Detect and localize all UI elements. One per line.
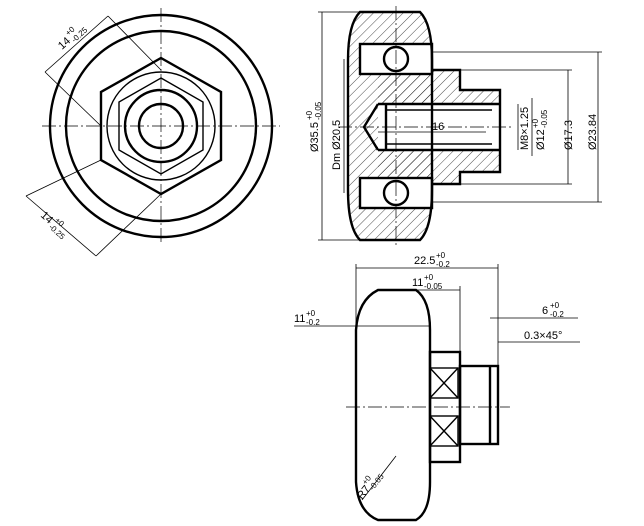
side-bearing-bottom: [429, 415, 459, 447]
side-wheel-outline: [354, 288, 432, 522]
overall-width-label: 22.5 +0 -0.2: [414, 251, 450, 269]
chamfer-label: 0.3×45°: [524, 330, 562, 342]
hex-bottom-ext-line: [25, 159, 102, 197]
svg-text:-0.05: -0.05: [314, 101, 323, 120]
hex-top-dim-line: [44, 15, 109, 73]
svg-text:-0.05: -0.05: [540, 109, 549, 128]
left-width-label: 11 +0 -0.2: [294, 309, 320, 327]
thread-minor-lines: [386, 109, 492, 145]
boss-len-label: 6 +0 -0.2: [542, 301, 564, 319]
section-view: Ø35.5 +0 -0.05 Dm Ø20.5 16 M8×1.25 Ø12 +…: [305, 6, 602, 248]
svg-text:11: 11: [412, 277, 423, 289]
thread-label: M8×1.25: [519, 107, 531, 150]
hex-top-ext-line-2: [44, 71, 102, 127]
svg-text:+0: +0: [436, 251, 446, 260]
thread-depth-label: 16: [432, 121, 444, 133]
svg-text:+0: +0: [550, 301, 560, 310]
svg-text:+0: +0: [424, 273, 434, 282]
side-bearing-top-cross: [429, 367, 459, 399]
svg-text:11: 11: [294, 313, 305, 325]
boss-dia-label: Ø17.3: [563, 120, 575, 150]
hex-bottom-ext-line-2: [95, 193, 162, 257]
svg-text:-0.2: -0.2: [306, 318, 320, 327]
svg-text:-0.05: -0.05: [424, 282, 443, 291]
svg-text:+0: +0: [306, 309, 316, 318]
svg-text:22.5: 22.5: [414, 255, 435, 267]
pitch-dia-label: Dm Ø20.5: [331, 120, 343, 170]
svg-text:Ø35.5: Ø35.5: [309, 122, 321, 152]
svg-text:M8×1.25: M8×1.25: [519, 107, 531, 150]
bore-dia-label: Ø12 +0 -0.05: [531, 109, 549, 150]
svg-text:Ø12: Ø12: [535, 129, 547, 150]
side-view: 22.5 +0 -0.2 11 +0 -0.05 11 +0 -0.2 6 +0…: [294, 251, 580, 522]
side-bearing-top: [429, 367, 459, 399]
side-boss-outline: [458, 364, 500, 446]
svg-text:-0.2: -0.2: [550, 310, 564, 319]
svg-text:-0.2: -0.2: [436, 260, 450, 269]
svg-text:6: 6: [542, 305, 548, 317]
hub-outline: [432, 68, 502, 186]
front-view: 14 +0 -0.25 14 +0 -0.25: [25, 8, 280, 257]
svg-text:-0.25: -0.25: [47, 222, 67, 241]
hex-bottom-dim-line: [25, 195, 97, 257]
svg-text:Dm Ø20.5: Dm Ø20.5: [331, 120, 343, 170]
svg-text:Ø23.84: Ø23.84: [587, 114, 599, 150]
bearing-top-ball: [382, 45, 410, 73]
side-bearing-bottom-cross: [429, 415, 459, 447]
radius-leader: [361, 455, 397, 501]
hex-bottom-dim-label: 14 +0 -0.25: [38, 209, 67, 241]
svg-text:Ø17.3: Ø17.3: [563, 120, 575, 150]
inner-width-label: 11 +0 -0.05: [412, 273, 443, 291]
svg-text:+0: +0: [305, 110, 314, 120]
wheel-section-outline: [346, 10, 434, 242]
flange-dia-label: Ø23.84: [587, 114, 599, 150]
hex-top-ext-line: [107, 15, 162, 71]
outer-dia-label: Ø35.5 +0 -0.05: [305, 101, 323, 152]
svg-text:+0: +0: [531, 118, 540, 128]
svg-text:-0.05: -0.05: [367, 472, 386, 492]
